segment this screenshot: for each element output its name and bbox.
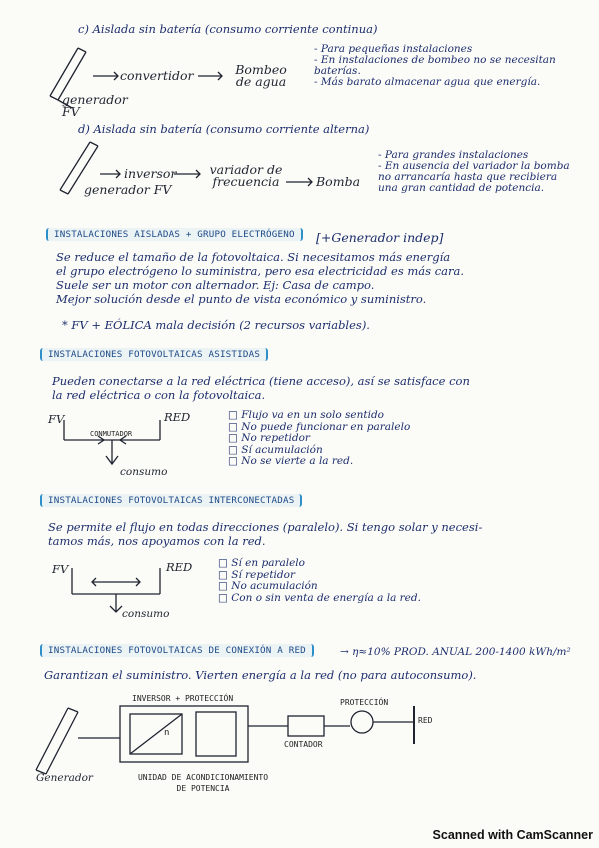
generator-red-label: Generador <box>36 772 93 784</box>
heading-interconectadas: INSTALACIONES FOTOVOLTAICAS INTERCONECTA… <box>40 494 303 507</box>
checklist-item: □ Sí repetidor <box>218 568 295 581</box>
note-d-1: - Para grandes instalaciones <box>378 149 529 161</box>
asistidas-checklist: □ Flujo va en un solo sentido □ No puede… <box>228 409 411 468</box>
note-c-3: - Más barato almacenar agua que energía. <box>314 76 541 88</box>
power-conditioning-unit-box <box>119 705 249 763</box>
inverter-box <box>129 713 183 755</box>
pump-d-label: Bomba <box>316 174 361 189</box>
red-body: Garantizan el suministro. Vierten energí… <box>44 668 477 682</box>
bracket-note: [+Generador indep] <box>316 230 444 245</box>
inverter-label: inversor <box>124 166 177 181</box>
protection-circle <box>350 710 374 734</box>
grupo-body: Se reduce el tamaño de la fotovoltaica. … <box>56 250 464 306</box>
checkbox-icon: □ <box>218 580 232 592</box>
section-d-notes: - Para grandes instalaciones - En ausenc… <box>378 150 578 194</box>
heading-conexion-red: INSTALACIONES FOTOVOLTAICAS DE CONEXIÓN … <box>40 644 314 657</box>
checkbox-icon: □ <box>228 443 242 456</box>
asistidas-red-label: RED <box>164 410 191 424</box>
checklist-item: □ No repetidor <box>228 432 310 444</box>
inter-fv-label: FV <box>52 562 69 576</box>
heading-grupo: INSTALACIONES AISLADAS + GRUPO ELECTRÓGE… <box>46 228 303 241</box>
generator-c-label: generador FV <box>62 92 128 119</box>
power-unit-caption-line: DE POTENCIA <box>176 784 230 793</box>
section-c-notes: - Para pequeñas instalaciones - En insta… <box>314 44 564 88</box>
meter-label: CONTADOR <box>284 740 323 749</box>
checklist-item: □ Flujo va en un solo sentido <box>228 409 385 421</box>
generator-d-label: generador FV <box>84 182 172 197</box>
inverter-protection-label: INVERSOR + PROTECCIÓN <box>132 694 234 703</box>
grupo-body-line: el grupo electrógeno lo suministra, pero… <box>56 264 465 278</box>
scanner-watermark: Scanned with CamScanner <box>432 828 593 842</box>
checkbox-icon: □ <box>228 409 242 421</box>
asistidas-body: Pueden conectarse a la red eléctrica (ti… <box>52 374 470 402</box>
checklist-item: □ Con o sin venta de energía a la red. <box>218 591 421 604</box>
checkbox-icon: □ <box>228 432 242 444</box>
power-unit-caption: UNIDAD DE ACONDICIONAMIENTO DE POTENCIA <box>118 772 288 794</box>
meter-box <box>287 715 325 737</box>
pump-label: Bombeo de agua <box>235 62 287 89</box>
checklist-item: □ Sí en paralelo <box>218 557 305 569</box>
inter-checklist: □ Sí en paralelo □ Sí repetidor □ No acu… <box>218 557 421 604</box>
note-c-2: - En instalaciones de bombeo no se neces… <box>314 54 556 77</box>
protection-box <box>195 711 237 757</box>
solar-panel-c-icon <box>49 47 87 109</box>
note-d-2: - En ausencia del variador la bomba no a… <box>378 160 570 194</box>
grupo-note: * FV + EÓLICA mala decisión (2 recursos … <box>62 318 370 332</box>
inverter-n-label: n <box>164 728 170 738</box>
heading-asistidas: INSTALACIONES FOTOVOLTAICAS ASISTIDAS <box>40 348 269 361</box>
grupo-body-line: Se reduce el tamaño de la fotovoltaica. … <box>56 250 451 264</box>
checkbox-icon: □ <box>218 557 232 569</box>
checkbox-icon: □ <box>218 591 232 604</box>
converter-label: convertidor <box>120 68 194 83</box>
grupo-body-line: Mejor solución desde el punto de vista e… <box>56 292 427 306</box>
grid-label: RED <box>418 716 433 725</box>
asistidas-body-line: Pueden conectarse a la red eléctrica (ti… <box>52 374 470 388</box>
checklist-item: □ No puede funcionar en paralelo <box>228 420 411 433</box>
variator-label: variador de frecuencia <box>209 162 283 189</box>
section-c-title: c) Aislada sin batería (consumo corrient… <box>78 22 378 36</box>
solar-panel-d-icon <box>59 141 99 195</box>
checkbox-icon: □ <box>218 568 232 581</box>
switch-label: CONMUTADOR <box>90 430 133 438</box>
note-c-1: - Para pequeñas instalaciones <box>314 43 473 55</box>
asistidas-body-line: la red eléctrica o con la fotovoltaica. <box>52 388 266 402</box>
inter-consumo-label: consumo <box>122 608 170 620</box>
asistidas-consumo-label: consumo <box>120 466 168 478</box>
checkbox-icon: □ <box>228 455 242 467</box>
power-unit-caption-line: UNIDAD DE ACONDICIONAMIENTO <box>137 773 269 782</box>
asistidas-fv-label: FV <box>48 412 65 426</box>
red-side-note: → η≈10% PROD. ANUAL 200-1400 kWh/m² <box>340 646 571 658</box>
inter-body-line: Se permite el flujo en todas direcciones… <box>48 520 483 534</box>
inter-red-label: RED <box>166 560 193 574</box>
section-d-title: d) Aislada sin batería (consumo corrient… <box>78 122 370 136</box>
protection-label: PROTECCIÓN <box>340 698 389 707</box>
checkbox-icon: □ <box>228 420 242 433</box>
checklist-item: □ No se vierte a la red. <box>228 455 354 467</box>
inter-body-line: tamos más, nos apoyamos con la red. <box>48 534 266 548</box>
checklist-item: □ Sí acumulación <box>228 443 323 456</box>
solar-panel-red-icon <box>35 707 79 775</box>
grupo-body-line: Suele ser un motor con alternador. Ej: C… <box>56 278 375 292</box>
checklist-item: □ No acumulación <box>218 580 318 592</box>
inter-body: Se permite el flujo en todas direcciones… <box>48 520 482 548</box>
